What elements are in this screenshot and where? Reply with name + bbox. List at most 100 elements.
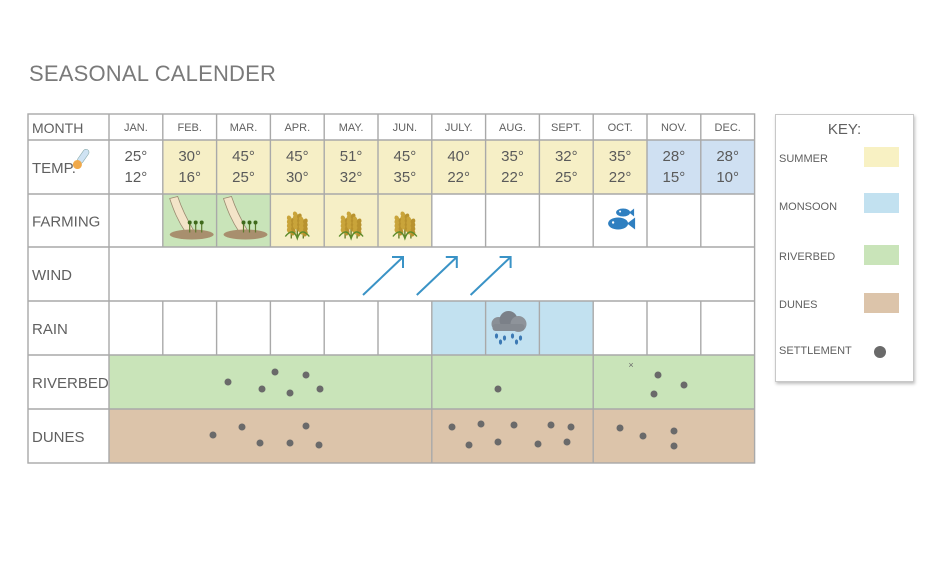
key-swatch-summer <box>864 147 899 167</box>
settlement-dot <box>477 420 485 428</box>
settlement-dot <box>302 371 310 379</box>
key-label-dunes: DUNES <box>779 299 818 311</box>
thermometer-icon <box>72 148 90 170</box>
settlement-dot <box>465 441 473 449</box>
settlement-dot <box>547 421 555 429</box>
wheat-crop-icon <box>284 211 310 241</box>
temp-cell-bg <box>431 140 486 194</box>
settlement-dot <box>286 389 294 397</box>
settlement-dot <box>256 439 264 447</box>
temp-low: 22° <box>447 169 470 186</box>
month-header: NOV. <box>661 122 687 134</box>
key-label-summer: SUMMER <box>779 153 828 165</box>
settlement-dot <box>316 385 324 393</box>
settlement-dot <box>224 378 232 386</box>
temp-high: 35° <box>501 148 524 165</box>
row-label-rain: RAIN <box>32 321 68 338</box>
key-label-settlement: SETTLEMENT <box>779 345 852 357</box>
settlement-dot <box>654 371 662 379</box>
settlement-dot <box>670 427 678 435</box>
settlement-dot <box>534 440 542 448</box>
temp-cell-bg <box>593 140 647 194</box>
row-label-riverbed: RIVERBED <box>32 375 109 392</box>
temp-low: 35° <box>394 169 417 186</box>
temp-cell-bg <box>539 140 594 194</box>
settlement-mark: × <box>628 360 633 370</box>
month-header: MAR. <box>230 122 258 134</box>
wheat-crop-icon <box>392 211 418 241</box>
month-header: OCT. <box>608 122 633 134</box>
settlement-dot <box>670 442 678 450</box>
page-title: SEASONAL CALENDER <box>29 61 277 86</box>
temp-cell-bg <box>324 140 378 194</box>
month-header: JULY. <box>445 122 473 134</box>
settlement-dot <box>271 368 279 376</box>
temp-low: 22° <box>609 169 632 186</box>
month-header: JUN. <box>393 122 417 134</box>
month-header: SEPT. <box>551 122 582 134</box>
temp-high: 30° <box>178 148 201 165</box>
settlement-dot <box>650 390 658 398</box>
temp-low: 22° <box>501 169 524 186</box>
temp-low: 15° <box>663 169 686 186</box>
key-title: KEY: <box>827 121 862 138</box>
temp-high: 35° <box>609 148 632 165</box>
temp-cell-bg <box>162 140 217 194</box>
temp-low: 32° <box>340 169 363 186</box>
temp-cell-bg <box>647 140 701 194</box>
settlement-dot <box>616 424 624 432</box>
month-header: AUG. <box>499 122 526 134</box>
settlement-dot <box>510 421 518 429</box>
temp-cell-bg <box>270 140 325 194</box>
row-label-month: MONTH <box>32 120 83 136</box>
rain-cloud-icon <box>491 311 527 345</box>
month-header: APR. <box>284 122 310 134</box>
temp-cell-bg <box>378 140 432 194</box>
temp-high: 45° <box>286 148 309 165</box>
temp-cell-bg <box>216 140 271 194</box>
temp-low: 30° <box>286 169 309 186</box>
sowing-hand-icon <box>169 196 214 240</box>
settlement-dot <box>680 381 688 389</box>
row-label-farming: FARMING <box>32 214 100 231</box>
settlement-dot <box>448 423 456 431</box>
settlement-dot <box>494 385 502 393</box>
temp-high: 40° <box>447 148 470 165</box>
settlement-dot <box>567 423 575 431</box>
temp-high: 28° <box>663 148 686 165</box>
key-panel: KEY: SUMMER MONSOON RIVERBED DUNES SETTL… <box>775 114 914 382</box>
settlement-dot <box>494 438 502 446</box>
settlement-dot <box>563 438 571 446</box>
settlement-dot <box>302 422 310 430</box>
fish-icon <box>608 208 636 230</box>
month-header: FEB. <box>177 122 201 134</box>
grid-border <box>27 113 756 464</box>
temp-high: 45° <box>232 148 255 165</box>
settlement-dot <box>315 441 323 449</box>
row-label-wind: WIND <box>32 267 72 284</box>
temp-high: 45° <box>394 148 417 165</box>
month-header: MAY. <box>339 122 364 134</box>
key-settlement-dot <box>874 346 886 358</box>
temp-high: 25° <box>125 148 148 165</box>
temp-high: 28° <box>716 148 739 165</box>
month-header: DEC. <box>715 122 741 134</box>
key-swatch-dunes <box>864 293 899 313</box>
wheat-crop-icon <box>338 211 364 241</box>
sowing-hand-icon <box>222 196 268 240</box>
settlement-dot <box>238 423 246 431</box>
temp-low: 10° <box>716 169 739 186</box>
temp-high: 51° <box>340 148 363 165</box>
temp-cell-bg <box>485 140 540 194</box>
temp-high: 32° <box>555 148 578 165</box>
row-label-temp: TEMP. <box>32 160 76 177</box>
key-label-riverbed: RIVERBED <box>779 251 836 263</box>
wind-arrow-icon <box>362 256 404 296</box>
key-swatch-riverbed <box>864 245 899 265</box>
settlement-dot <box>209 431 217 439</box>
key-swatch-monsoon <box>864 193 899 213</box>
temp-low: 25° <box>232 169 255 186</box>
temp-cell-bg <box>700 140 755 194</box>
wind-arrow-icon <box>416 256 458 296</box>
